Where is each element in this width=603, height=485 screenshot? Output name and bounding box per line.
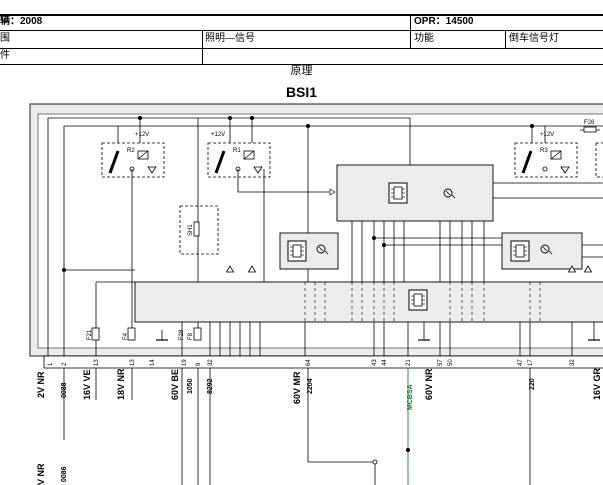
header-top-border: [0, 14, 603, 16]
pin-number: 2: [62, 362, 68, 366]
wire-label: 16V VE: [82, 369, 92, 400]
wire-label-bottom: V NR: [36, 463, 46, 485]
pin-number: 32: [208, 359, 214, 366]
pin-number: 21: [406, 359, 412, 366]
header-col-divider: [202, 30, 203, 64]
wire-label: 220: [529, 378, 536, 390]
fuse-f28-label: F28: [179, 329, 185, 340]
system-label: 照明—信号: [205, 33, 255, 44]
pin-number: 43: [372, 359, 378, 366]
opr-label: OPR：14500: [414, 16, 474, 27]
pin-number: 13: [130, 359, 136, 366]
wire-label: 8292: [207, 378, 214, 394]
wire-label: 18V NR: [116, 368, 126, 400]
wire-label: 1050: [187, 378, 194, 394]
pin-number: 1: [48, 362, 54, 366]
wire-label: 2V NR: [36, 371, 46, 398]
wire-label-green: MCBSA: [407, 384, 414, 410]
wire-label: 60V NR: [424, 368, 434, 400]
header-row-divider-1: [0, 30, 603, 31]
fuse-f21-label: F21: [87, 329, 93, 340]
shunt-sh1: [179, 205, 219, 255]
header-row-divider-3: [0, 64, 603, 65]
pin-number: 64: [306, 359, 312, 366]
relay-r3-label: R3: [540, 148, 548, 154]
section-title: 原理: [290, 65, 313, 77]
header-col-divider: [505, 30, 506, 48]
pin-number: 44: [382, 359, 388, 366]
function-label: 功能: [414, 33, 434, 44]
fuse-f26-label: F26: [584, 120, 595, 126]
pin-number: 19: [182, 359, 188, 366]
wire-label: 0088: [61, 382, 68, 398]
pin-number: 13: [94, 359, 100, 366]
relay-r2-label: R2: [127, 148, 135, 154]
relay-r2-supply: +12V: [135, 132, 149, 138]
connector-pin-row: [43, 355, 603, 369]
wire-label: 60V BE: [170, 369, 180, 400]
header-col-divider: [410, 14, 411, 48]
pin-number: 57: [438, 359, 444, 366]
relay-r1-label: R1: [233, 148, 241, 154]
internal-bus-block: [134, 281, 603, 323]
pin-number: 47: [518, 359, 524, 366]
relay-r1-supply: +12V: [211, 132, 225, 138]
module-title: BSI1: [285, 84, 318, 100]
header-table: 辆：2008 OPR：14500 围 照明—信号 功能 倒车信号灯 件: [0, 14, 603, 66]
relay-r3-supply: +12V: [540, 132, 554, 138]
wire-label: 2204: [307, 378, 314, 394]
wire-label: 16V GR: [592, 367, 602, 400]
component-label: 件: [0, 50, 10, 61]
shunt-label: SH1: [188, 224, 194, 236]
pin-number: 32: [570, 359, 576, 366]
pin-number: 14: [150, 359, 156, 366]
pin-number: 17: [528, 359, 534, 366]
pin-number: 9: [196, 362, 202, 366]
wire-label-bottom: 0086: [61, 466, 68, 482]
function-value: 倒车信号灯: [509, 33, 559, 44]
vehicle-label: 辆：2008: [0, 16, 43, 27]
pin-number: 50: [448, 359, 454, 366]
scope-label: 围: [0, 33, 10, 44]
fuse-f4-label: F4: [123, 332, 129, 340]
wire-label: 60V MR: [292, 371, 302, 404]
fuse-f8-label: F8: [188, 332, 194, 340]
control-unit-main: [336, 164, 494, 222]
header-row-divider-2: [0, 48, 603, 49]
